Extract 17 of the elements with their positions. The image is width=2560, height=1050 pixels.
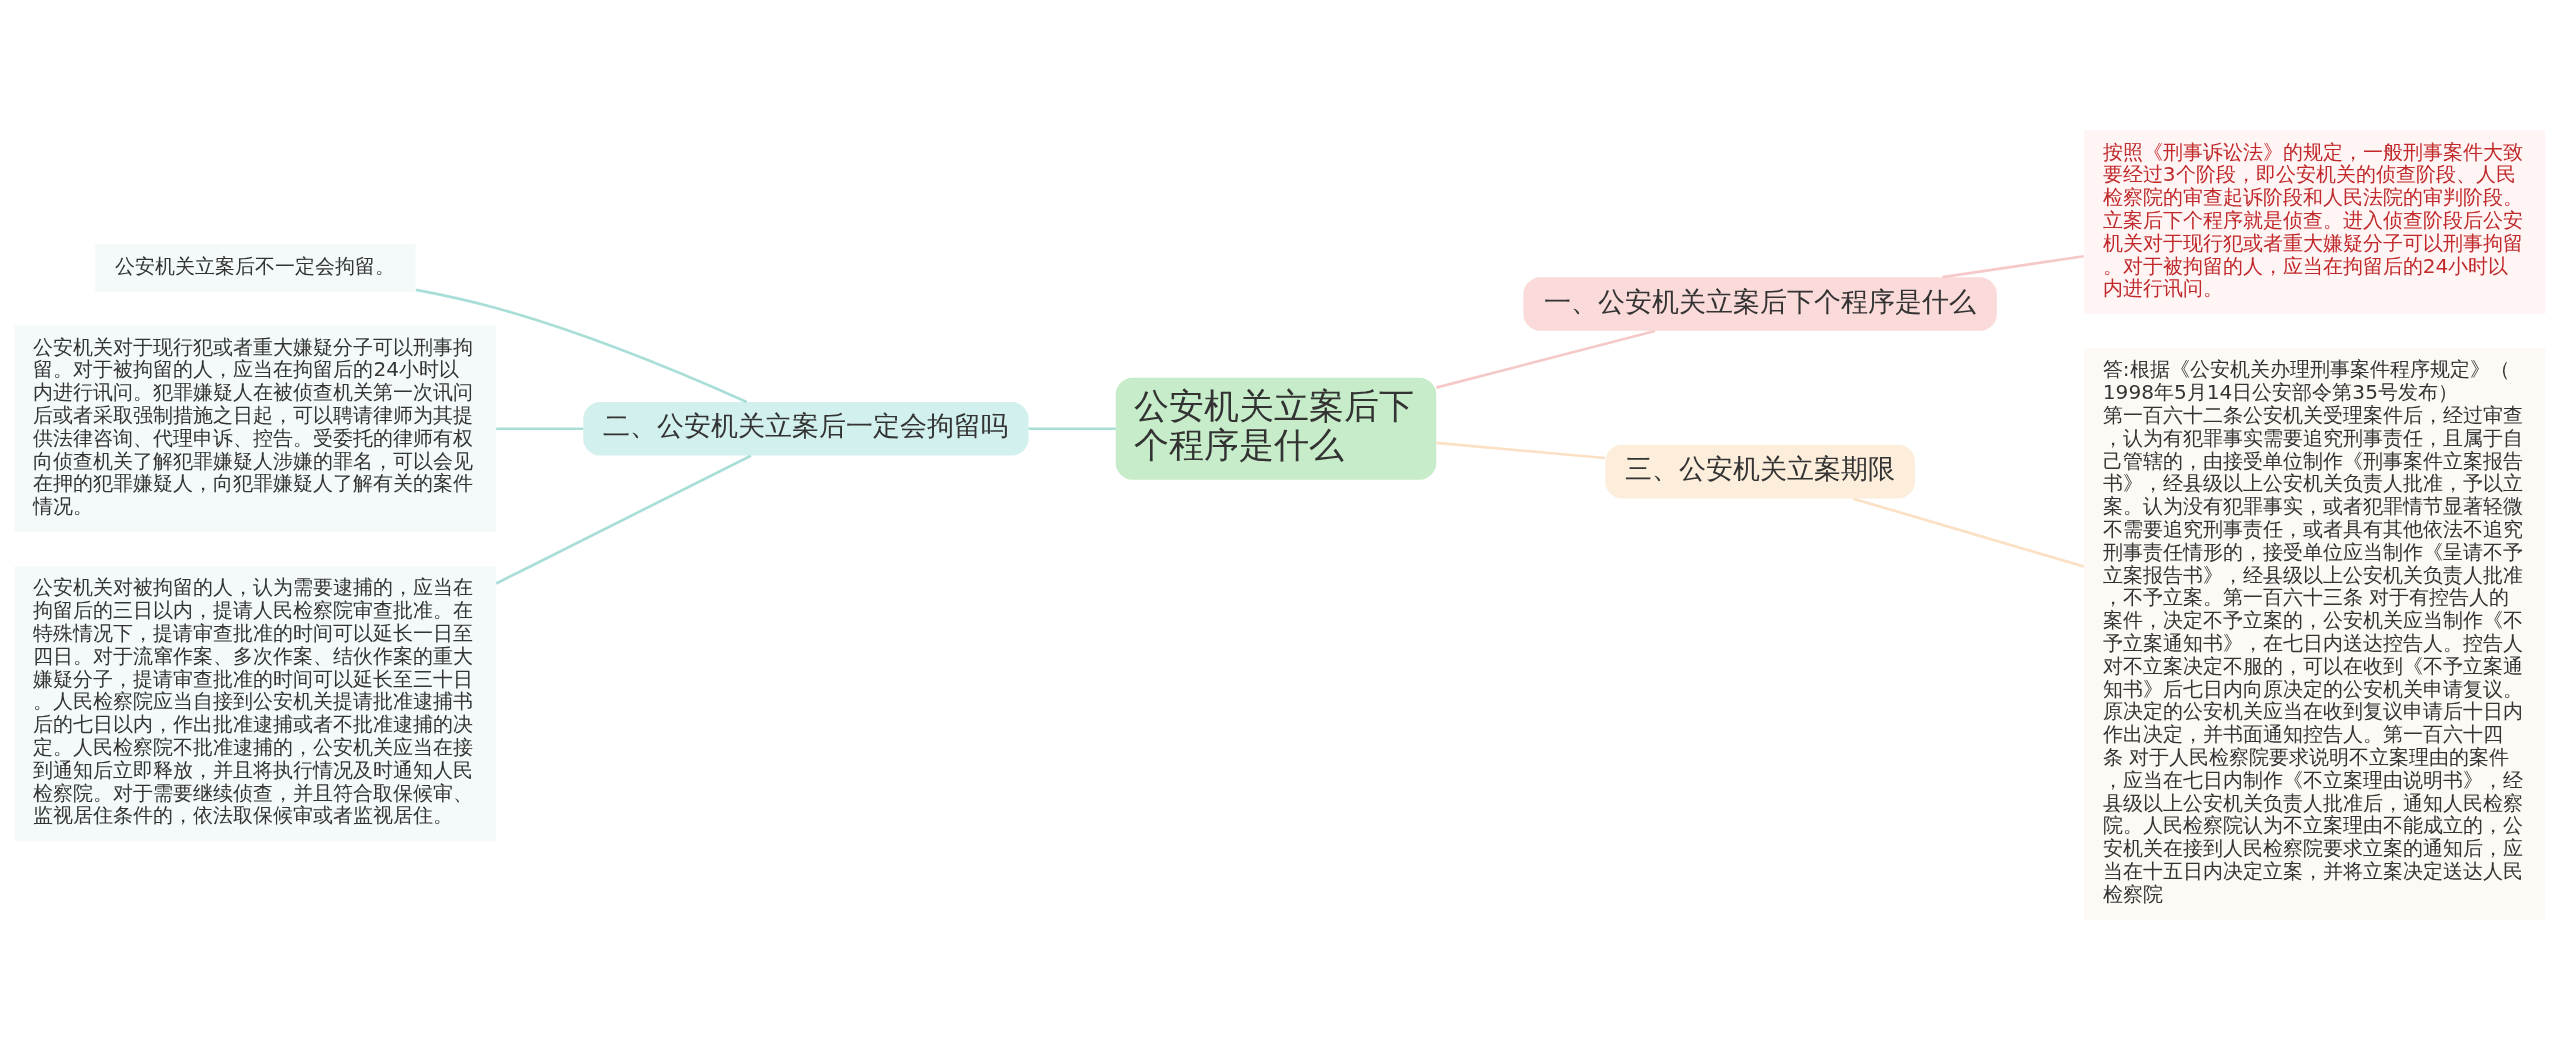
node-box: 一、公安机关立案后下个程序是什么	[1523, 277, 1997, 331]
node-box: 公安机关立案后不一定会拘留。	[95, 243, 416, 292]
node-box: 按照《刑事诉讼法》的规定，一般刑事案件大致要经过3个阶段，即公安机关的侦查阶段、人民检察院的审查起诉阶段和人民法院的审判阶段。立案后下个程序就是侦查。进入侦查阶段后公安机关对于现行犯或者重大嫌疑分子可以刑事拘留。对于被拘留的人，应当在拘留后的24小时以内进行讯问。	[2084, 130, 2546, 315]
node-box: 二、公安机关立案后一定会拘留吗	[583, 401, 1029, 456]
connector	[415, 288, 748, 404]
node-box: 公安机关立案后下个程序是什么	[1115, 377, 1437, 480]
connector	[1435, 329, 1656, 389]
node-box: 公安机关对被拘留的人，认为需要逮捕的，应当在拘留后的三日以内，提请人民检察院审查批准。在特殊情况下，提请审查批准的时间可以延长一日至四日。对于流窜作案、多次作案、结伙作案的重大嫌疑分子，提请审查批准的时间可以延长至三十日。人民检察院应当自接到公安机关提请批准逮捕书后的七日以内，作出批准逮捕或者不批准逮捕的决定。人民检察院不批准逮捕的，公安机关应当在接到通知后立即释放，并且将执行情况及时通知人民检察院。对于需要继续侦查，并且符合取保候审、监视居住条件的，依法取保候审或者监视居住。	[14, 566, 497, 842]
node-box: 三、公安机关立案期限	[1605, 444, 1916, 499]
node-box: 答:根据《公安机关办理刑事案件程序规定》（1998年5月14日公安部令第35号发布）第一百六十二条公安机关受理案件后，经过审查，认为有犯罪事实需要追究刑事责任，且属于自己管辖的，由接受单位制作《刑事案件立案报告书》，经县级以上公安机关负责人批准，予以立案。认为没有犯罪事实，或者犯罪情节显著轻微不需要追究刑事责任，或者具有其他依法不追究刑事责任情形的，接受单位应当制作《呈请不予立案报告书》，经县级以上公安机关负责人批准，不予立案。第一百六十三条 对于有控告人的案件，决定不予立案的，公安机关应当制作《不予立案通知书》，在七日内送达控告人。控告人对不立案决定不服的，可以在收到《不予立案通知书》后七日内向原决定的公安机关申请复议。原决定的公安机关应当在收到复议申请后十日内作出决定，并书面通知控告人。第一百六十四条 对于人民检察院要求说明不立案理由的案件，应当在七日内制作《不立案理由说明书》，经县级以上公安机关负责人批准后，通知人民检察院。人民检察院认为不立案理由不能成立的，公安机关在接到人民检察院要求立案的通知后，应当在十五日内决定立案，并将立案决定送达人民检察院	[2084, 348, 2546, 920]
connector	[496, 427, 584, 431]
connector	[1436, 441, 1605, 460]
connector	[1852, 497, 2085, 568]
connector	[495, 454, 752, 585]
connector	[1028, 427, 1116, 431]
connector	[1942, 254, 2084, 279]
node-box: 公安机关对于现行犯或者重大嫌疑分子可以刑事拘留。对于被拘留的人，应当在拘留后的24小时以内进行讯问。犯罪嫌疑人在被侦查机关第一次讯问后或者采取强制措施之日起，可以聘请律师为其提供法律咨询、代理申诉、控告。受委托的律师有权向侦查机关了解犯罪嫌疑人涉嫌的罪名，可以会见在押的犯罪嫌疑人，向犯罪嫌疑人了解有关的案件情况。	[14, 325, 497, 533]
